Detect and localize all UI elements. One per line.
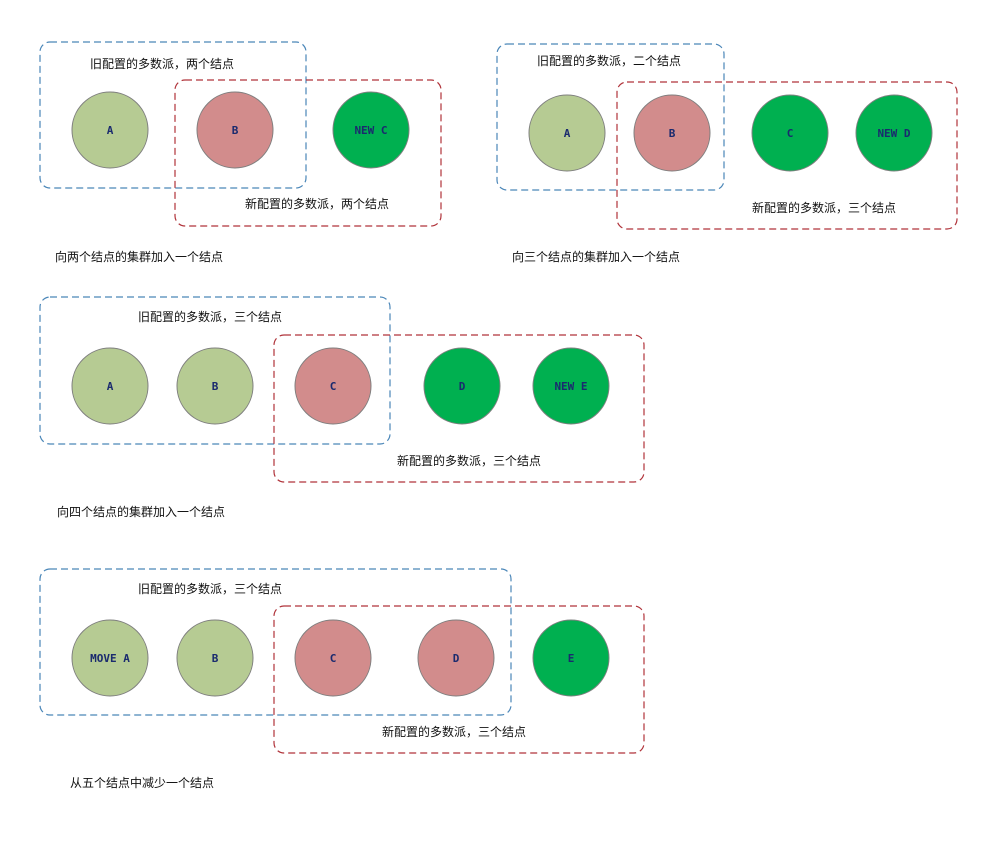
old-majority-label: 旧配置的多数派，三个结点 — [138, 309, 282, 324]
svg-text:C: C — [330, 652, 337, 665]
node-a: A — [528, 94, 606, 172]
node-b: B — [176, 619, 254, 697]
old-majority-label: 旧配置的多数派，二个结点 — [537, 53, 681, 68]
svg-text:NEW C: NEW C — [354, 124, 387, 137]
node-b: B — [176, 347, 254, 425]
node-c: C — [294, 619, 372, 697]
svg-text:NEW D: NEW D — [877, 127, 910, 140]
node-new-d: NEW D — [855, 94, 933, 172]
svg-text:D: D — [459, 380, 466, 393]
node-b: B — [196, 91, 274, 169]
node-d: D — [417, 619, 495, 697]
node-a: A — [71, 347, 149, 425]
new-majority-box — [616, 81, 958, 230]
svg-text:NEW E: NEW E — [554, 380, 587, 393]
new-majority-box — [273, 605, 645, 754]
new-majority-label: 新配置的多数派，三个结点 — [397, 453, 541, 468]
node-b: B — [633, 94, 711, 172]
old-majority-label: 旧配置的多数派，两个结点 — [90, 56, 234, 71]
node-move-a: MOVE A — [71, 619, 149, 697]
svg-text:B: B — [669, 127, 676, 140]
new-majority-box — [273, 334, 645, 483]
old-majority-label: 旧配置的多数派，三个结点 — [138, 581, 282, 596]
svg-text:C: C — [787, 127, 794, 140]
svg-text:MOVE A: MOVE A — [90, 652, 130, 665]
svg-text:B: B — [212, 380, 219, 393]
node-new-c: NEW C — [332, 91, 410, 169]
node-e: E — [532, 619, 610, 697]
node-a: A — [71, 91, 149, 169]
scenario-caption: 从五个结点中减少一个结点 — [70, 775, 214, 790]
scenario-caption: 向四个结点的集群加入一个结点 — [57, 504, 225, 519]
scenario-2: 旧配置的多数派，二个结点 新配置的多数派，三个结点 A B C NEW D 向三… — [496, 43, 958, 264]
svg-text:E: E — [568, 652, 575, 665]
node-c: C — [751, 94, 829, 172]
old-majority-box — [39, 296, 391, 445]
new-majority-label: 新配置的多数派，三个结点 — [752, 200, 896, 215]
scenario-3: 旧配置的多数派，三个结点 新配置的多数派，三个结点 A B C D NEW E … — [39, 296, 645, 519]
svg-text:A: A — [107, 380, 114, 393]
svg-text:A: A — [564, 127, 571, 140]
scenario-caption: 向两个结点的集群加入一个结点 — [55, 249, 223, 264]
node-new-e: NEW E — [532, 347, 610, 425]
scenario-1: 旧配置的多数派，两个结点 新配置的多数派，两个结点 A B NEW C 向两个结… — [39, 41, 442, 264]
node-d: D — [423, 347, 501, 425]
svg-text:C: C — [330, 380, 337, 393]
scenario-caption: 向三个结点的集群加入一个结点 — [512, 249, 680, 264]
old-majority-box — [496, 43, 725, 191]
new-majority-label: 新配置的多数派，两个结点 — [245, 196, 389, 211]
old-majority-box — [39, 41, 307, 189]
scenario-4: 旧配置的多数派，三个结点 新配置的多数派，三个结点 MOVE A B C D E… — [39, 568, 645, 790]
node-c: C — [294, 347, 372, 425]
svg-text:A: A — [107, 124, 114, 137]
new-majority-box — [174, 79, 442, 227]
new-majority-label: 新配置的多数派，三个结点 — [382, 724, 526, 739]
svg-text:D: D — [453, 652, 460, 665]
svg-text:B: B — [212, 652, 219, 665]
old-majority-box — [39, 568, 512, 716]
svg-text:B: B — [232, 124, 239, 137]
